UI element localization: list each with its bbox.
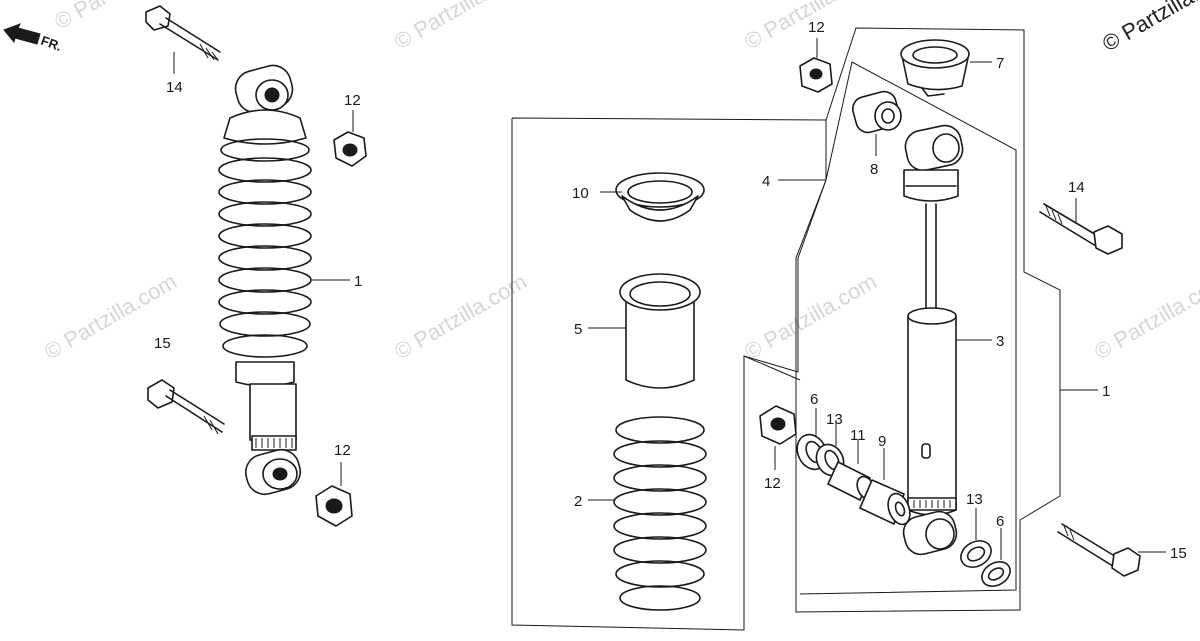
callout-8: 8: [870, 161, 878, 178]
right-callouts: 10 5 2 4 12 7 8 3 1 14 15 12 6 13 11 9 1…: [572, 19, 1187, 562]
callout-12: 12: [344, 92, 361, 109]
seal-6-right: [981, 561, 1011, 587]
callout-7: 7: [996, 55, 1004, 72]
callout-5: 5: [574, 321, 582, 338]
callout-4: 4: [762, 173, 770, 190]
callout-11: 11: [850, 427, 866, 444]
left-leaders: [173, 52, 354, 486]
nut-12-left-top: [333, 131, 367, 167]
watermark: © Partzilla.com: [1090, 269, 1200, 365]
part-2-spring: [613, 416, 707, 611]
assembled-shock: [218, 64, 312, 496]
callout-6: 6: [810, 391, 818, 408]
callout-13: 13: [826, 411, 843, 428]
right-leaders: [588, 38, 1166, 560]
bolt-14-left: [145, 5, 221, 61]
part-7-bushing: [900, 39, 970, 97]
nut-12-right-middle: [759, 405, 797, 445]
callout-3: 3: [996, 333, 1004, 350]
nut-12-right-top: [799, 57, 833, 93]
callout-9: 9: [878, 433, 886, 450]
part-8-bushing: [851, 90, 902, 134]
callout-12: 12: [334, 442, 351, 459]
callout-1: 1: [1102, 383, 1110, 400]
exploded-outlines: [511, 27, 1061, 631]
callout-13: 13: [966, 491, 983, 508]
front-direction-arrow: FR.: [3, 23, 64, 54]
callout-14: 14: [1068, 179, 1085, 196]
callout-1: 1: [354, 273, 362, 290]
callout-12: 12: [764, 475, 781, 492]
callout-14: 14: [166, 79, 183, 96]
watermark: © Partzilla.com: [390, 269, 531, 365]
callout-15: 15: [1170, 545, 1187, 562]
part-5-dust-cover: [619, 273, 701, 389]
seal-13-right: [960, 540, 992, 568]
callout-6: 6: [996, 513, 1004, 530]
watermark: © Partzilla.com: [740, 269, 881, 365]
bolt-14-right: [1039, 203, 1123, 255]
watermark: © Partzilla.com: [390, 0, 531, 54]
bolt-15-right: [1057, 523, 1141, 577]
callout-12: 12: [808, 19, 825, 36]
bolt-15-left: [147, 379, 225, 435]
part-9-bushing: [859, 479, 911, 526]
part-10-spring-seat: [615, 172, 705, 222]
callout-2: 2: [574, 493, 582, 510]
copyright-mark: © Partzilla.com: [1098, 0, 1200, 56]
direction-label: FR.: [39, 33, 64, 54]
arrow-icon: [3, 23, 41, 45]
nut-12-left-bottom: [315, 485, 353, 527]
part-3-damper: [902, 124, 964, 556]
callout-15: 15: [154, 335, 171, 352]
callout-10: 10: [572, 185, 589, 202]
left-callouts: 14 12 1 15 12: [154, 79, 362, 459]
